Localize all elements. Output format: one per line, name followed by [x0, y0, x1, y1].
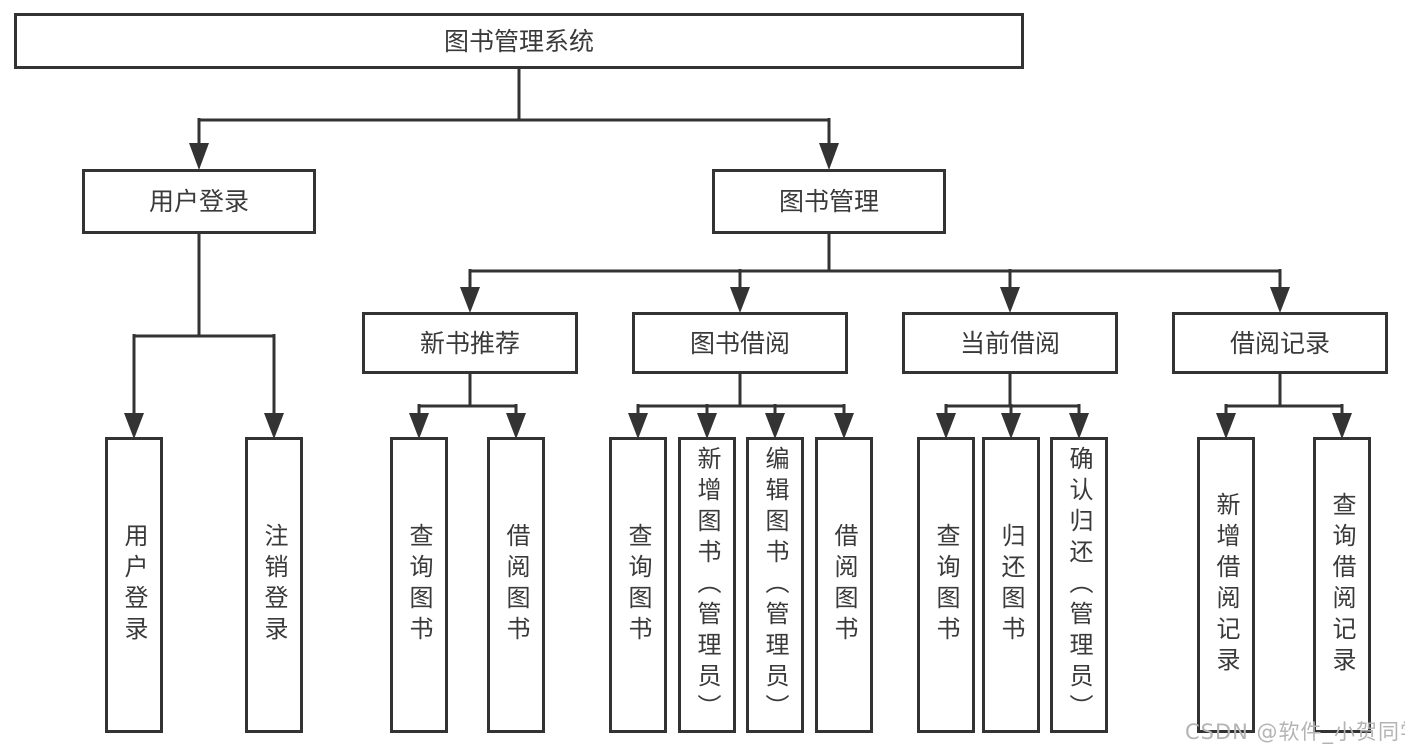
node-label: 新增图书（管理员）: [693, 445, 721, 725]
node-label: 确认归还（管理员）: [1065, 445, 1093, 725]
node-label: 用户登录: [148, 187, 249, 216]
node-label: 当前借阅: [959, 328, 1060, 358]
node-label: 用户登录: [120, 523, 148, 647]
node-library-system: 图书管理系统: [14, 13, 1024, 69]
leaf-return-book: 归还图书: [982, 437, 1040, 733]
node-label: 新书推荐: [419, 328, 520, 358]
node-label: 借阅图书: [502, 523, 530, 647]
node-label: 查询图书: [405, 523, 433, 647]
node-label: 注销登录: [260, 523, 288, 647]
leaf-add-book-admin: 新增图书（管理员）: [678, 437, 736, 733]
node-current-borrowing: 当前借阅: [902, 312, 1118, 374]
node-label: 图书借阅: [689, 328, 790, 358]
node-label: 图书管理系统: [443, 26, 594, 56]
node-borrowing-records: 借阅记录: [1172, 312, 1388, 374]
node-new-book-recommend: 新书推荐: [362, 312, 578, 374]
node-label: 查询图书: [624, 523, 652, 647]
node-label: 借阅图书: [830, 523, 858, 647]
leaf-query-borrow-record: 查询借阅记录: [1313, 437, 1371, 733]
node-label: 新增借阅记录: [1212, 492, 1240, 678]
leaf-edit-book-admin: 编辑图书（管理员）: [746, 437, 804, 733]
node-book-borrowing: 图书借阅: [632, 312, 848, 374]
leaf-user-login: 用户登录: [105, 437, 163, 733]
leaf-confirm-return-admin: 确认归还（管理员）: [1050, 437, 1108, 733]
leaf-query-books-current: 查询图书: [917, 437, 975, 733]
node-label: 图书管理: [778, 187, 879, 216]
node-label: 查询图书: [932, 523, 960, 647]
leaf-borrow-books-borrowing: 借阅图书: [815, 437, 873, 733]
node-user-login-module: 用户登录: [82, 169, 316, 234]
leaf-add-borrow-record: 新增借阅记录: [1197, 437, 1255, 733]
node-label: 查询借阅记录: [1328, 492, 1356, 678]
leaf-logout: 注销登录: [245, 437, 303, 733]
leaf-query-books-borrowing: 查询图书: [609, 437, 667, 733]
leaf-query-books-recommend: 查询图书: [390, 437, 448, 733]
leaf-borrow-books-recommend: 借阅图书: [487, 437, 545, 733]
node-label: 归还图书: [997, 523, 1025, 647]
csdn-watermark: CSDN @软件_小贺同学: [1185, 720, 1405, 744]
node-label: 借阅记录: [1229, 328, 1330, 358]
node-label: 编辑图书（管理员）: [761, 445, 789, 725]
node-book-management-module: 图书管理: [712, 169, 946, 234]
